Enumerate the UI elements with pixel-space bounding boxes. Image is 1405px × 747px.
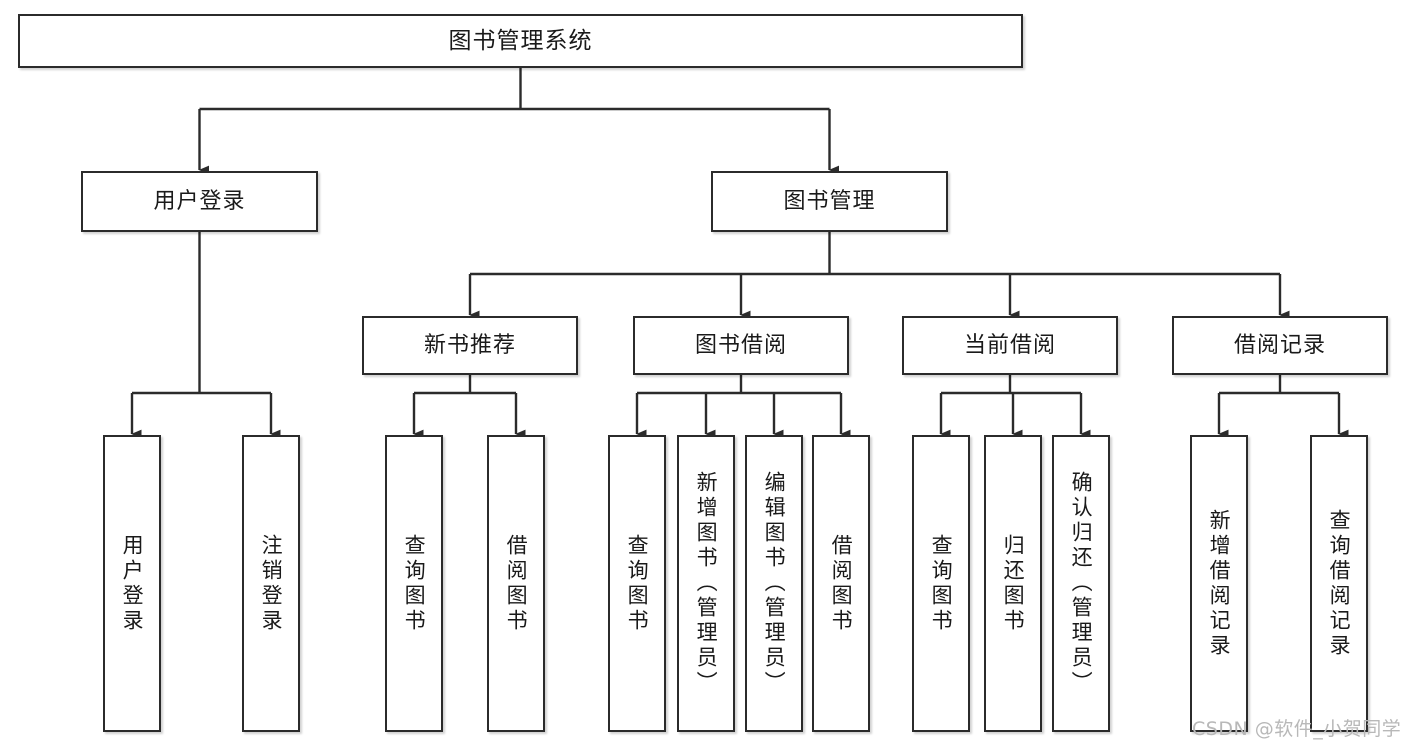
- node-label: 注销登录: [259, 533, 284, 634]
- node-label: 确认归还（管理员）: [1069, 471, 1094, 696]
- node-leaf-query-book-recommend[interactable]: 查询图书: [385, 435, 443, 732]
- node-label: 图书管理系统: [448, 27, 593, 54]
- node-new-book-recommendation[interactable]: 新书推荐: [362, 316, 578, 375]
- node-leaf-user-logout[interactable]: 注销登录: [242, 435, 300, 732]
- node-leaf-borrow-book-recommend[interactable]: 借阅图书: [487, 435, 545, 732]
- node-label: 归还图书: [1001, 533, 1026, 634]
- node-label: 新书推荐: [423, 332, 516, 358]
- node-label: 新增图书（管理员）: [694, 471, 719, 696]
- node-leaf-return-book[interactable]: 归还图书: [984, 435, 1042, 732]
- node-label: 借阅图书: [829, 533, 854, 634]
- node-label: 借阅记录: [1233, 332, 1326, 358]
- node-label: 查询图书: [929, 533, 954, 634]
- node-book-management[interactable]: 图书管理: [711, 171, 948, 232]
- node-leaf-query-borrow-record[interactable]: 查询借阅记录: [1310, 435, 1368, 732]
- node-book-borrowing[interactable]: 图书借阅: [633, 316, 849, 375]
- node-label: 用户登录: [120, 533, 145, 634]
- node-leaf-confirm-return-admin[interactable]: 确认归还（管理员）: [1052, 435, 1110, 732]
- node-borrowing-record[interactable]: 借阅记录: [1172, 316, 1388, 375]
- node-label: 查询图书: [402, 533, 427, 634]
- node-root-book-management-system[interactable]: 图书管理系统: [18, 14, 1023, 68]
- node-user-login[interactable]: 用户登录: [81, 171, 318, 232]
- node-label: 图书借阅: [694, 332, 787, 358]
- node-leaf-add-book-admin[interactable]: 新增图书（管理员）: [677, 435, 735, 732]
- node-label: 编辑图书（管理员）: [762, 471, 787, 696]
- node-label: 新增借阅记录: [1207, 508, 1232, 659]
- node-leaf-query-book-borrow[interactable]: 查询图书: [608, 435, 666, 732]
- node-label: 用户登录: [153, 188, 246, 214]
- node-label: 图书管理: [783, 188, 876, 214]
- node-leaf-add-borrow-record[interactable]: 新增借阅记录: [1190, 435, 1248, 732]
- node-label: 借阅图书: [504, 533, 529, 634]
- node-leaf-user-login[interactable]: 用户登录: [103, 435, 161, 732]
- node-leaf-edit-book-admin[interactable]: 编辑图书（管理员）: [745, 435, 803, 732]
- node-leaf-borrow-book[interactable]: 借阅图书: [812, 435, 870, 732]
- node-label: 查询借阅记录: [1327, 508, 1352, 659]
- node-current-borrowing[interactable]: 当前借阅: [902, 316, 1118, 375]
- node-label: 查询图书: [625, 533, 650, 634]
- node-leaf-query-book-current[interactable]: 查询图书: [912, 435, 970, 732]
- node-label: 当前借阅: [963, 332, 1056, 358]
